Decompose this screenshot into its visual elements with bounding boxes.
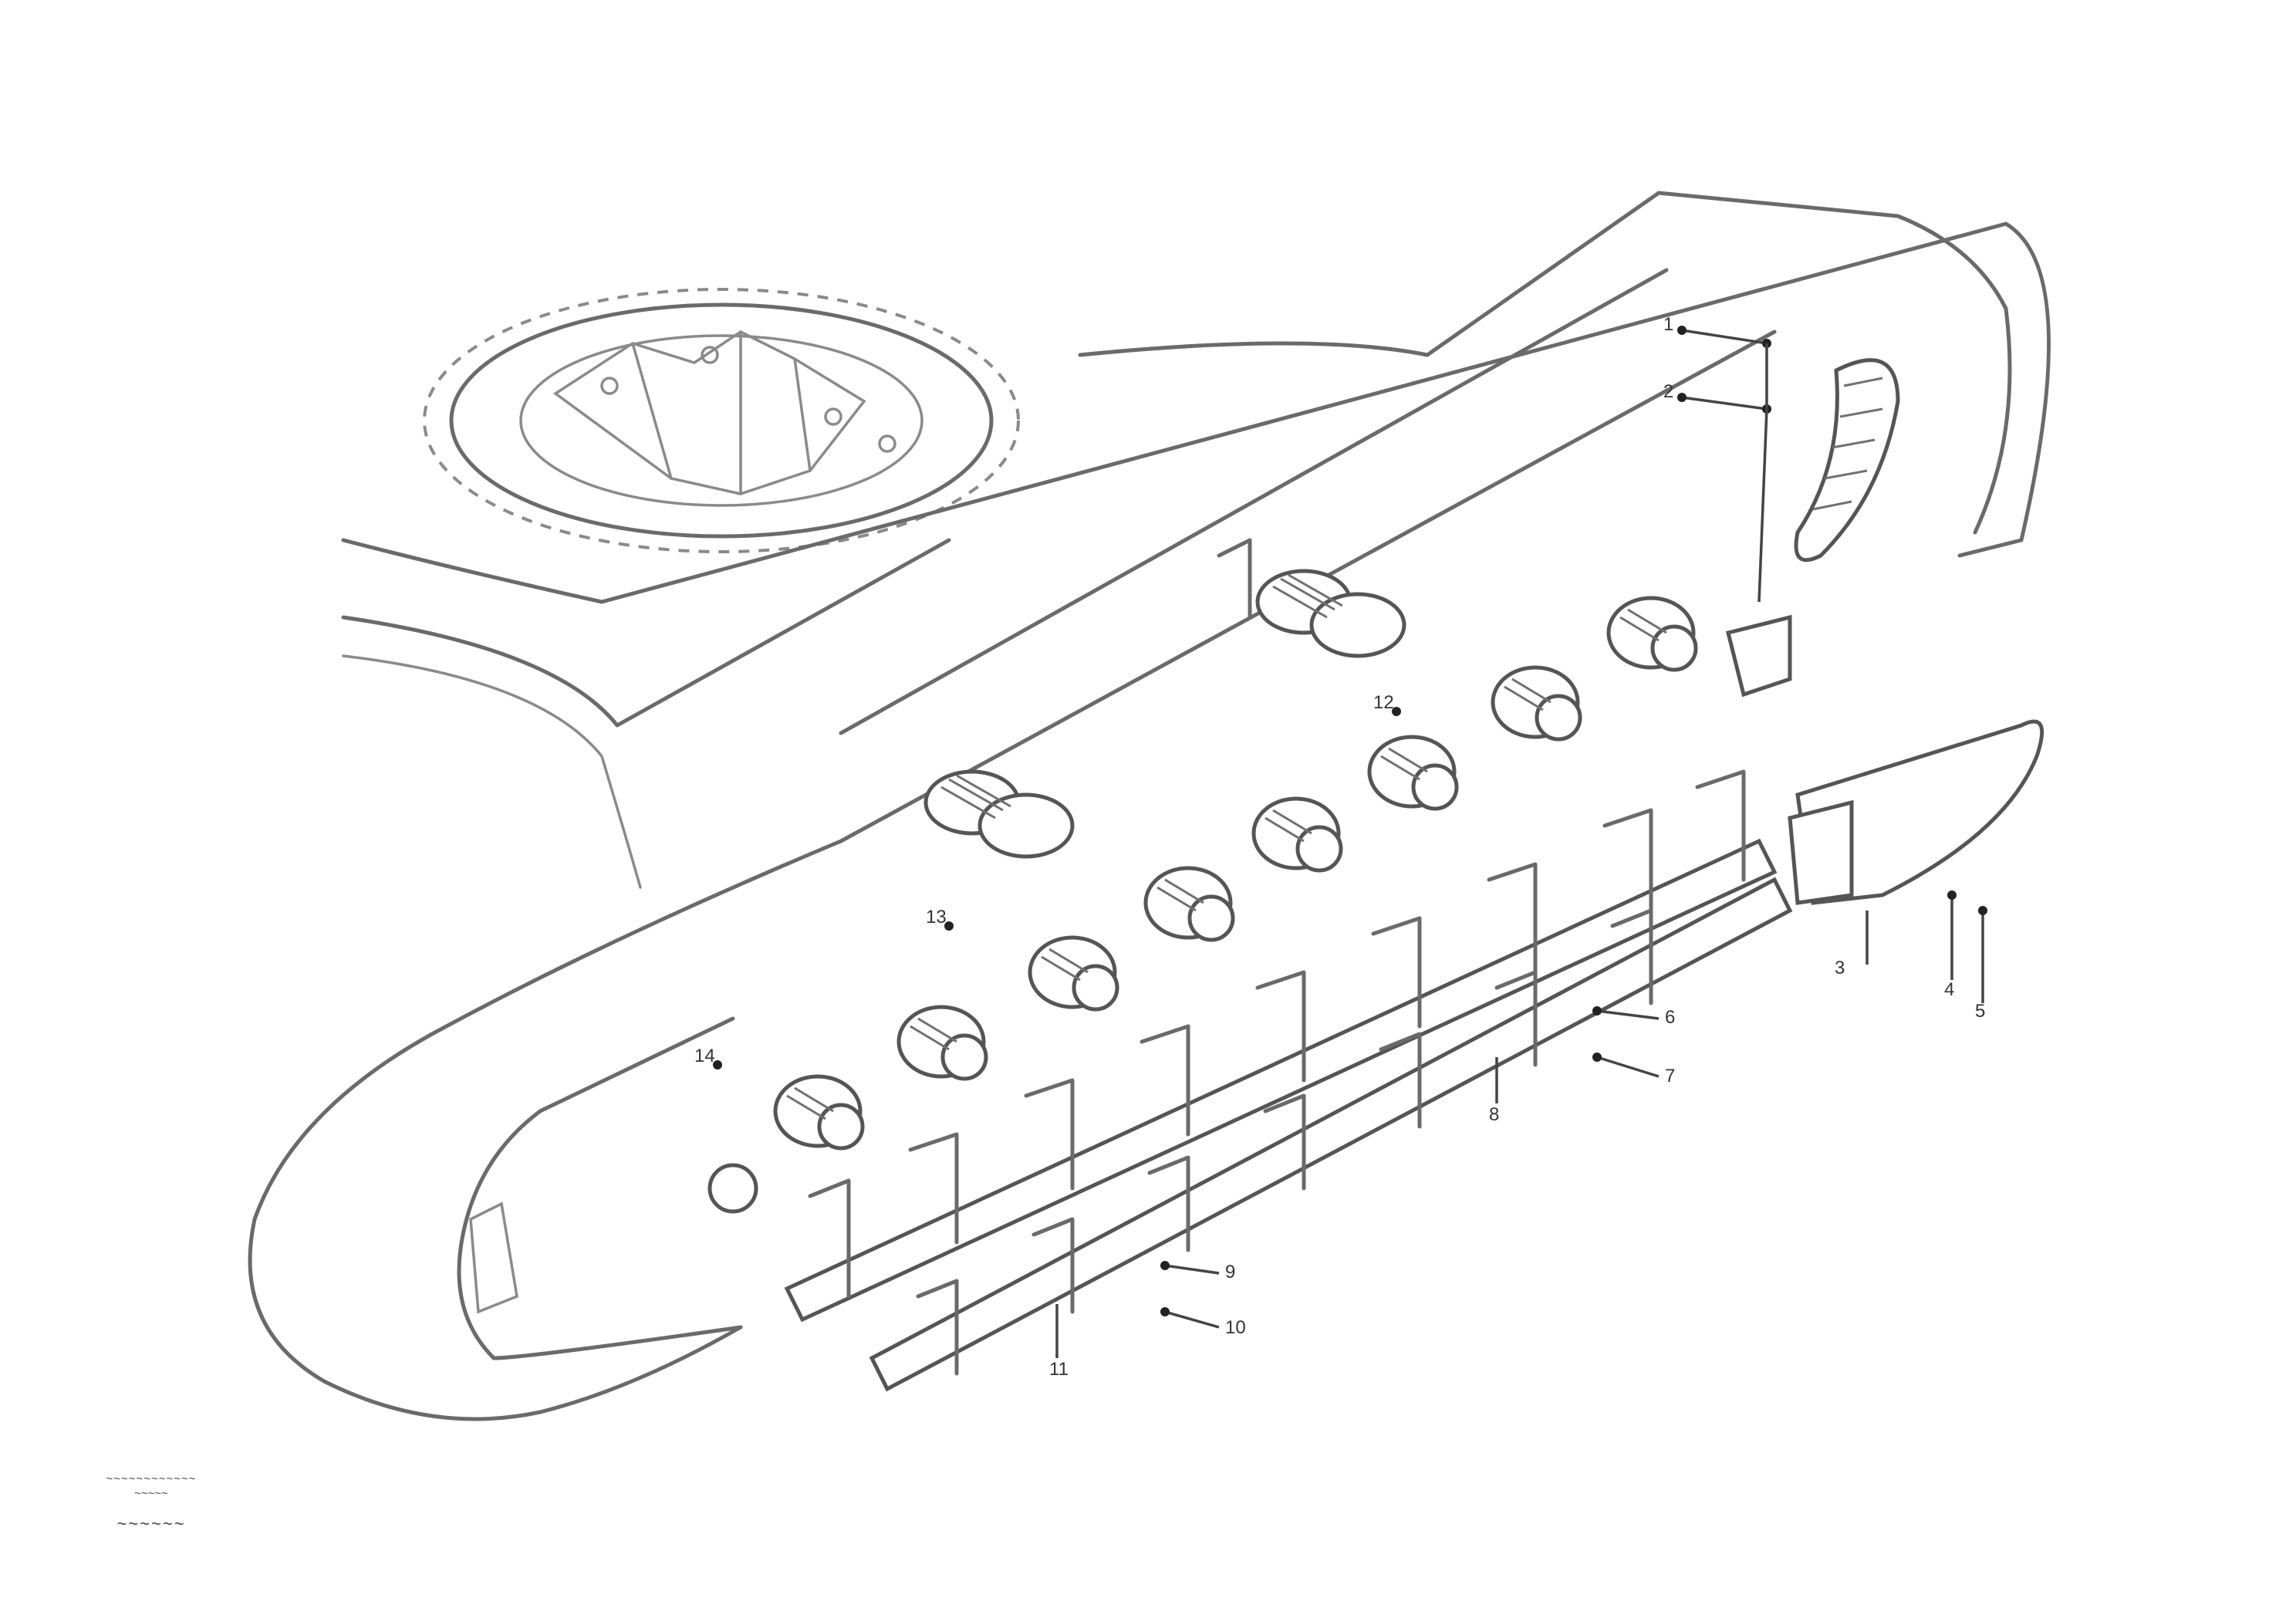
track-rollers [707,596,1698,1214]
callout-c5: 5 [1975,1001,1985,1022]
callout-c11: 11 [1049,1359,1069,1380]
track-guard-upper [784,769,1778,1323]
callout-c4: 4 [1944,979,1954,1000]
callout-c9: 9 [1225,1262,1235,1282]
callout-c2: 2 [1663,381,1673,402]
callout-c1: 1 [1663,314,1673,335]
callout-c7: 7 [1665,1066,1675,1086]
slewing-ring [423,288,1020,553]
undercarriage-frame [341,191,2012,889]
carrier-rollers [923,569,1406,859]
drawing-reference: ~~~~~~~~~~~~ ~~~~~ ~~~~~~ [74,1472,228,1534]
front-guard [1788,719,2044,905]
track-guard-lower [869,877,1793,1392]
callout-c14: 14 [694,1046,715,1066]
callout-c10: 10 [1225,1317,1246,1338]
callout-c13: 13 [926,907,947,928]
reference-code: ~~~~~~ [116,1514,186,1533]
callouts: 1 2 3 4 5 6 7 8 9 10 11 12 13 14 [694,314,1987,1380]
callout-c12: 12 [1373,692,1394,713]
callout-c8: 8 [1489,1104,1499,1125]
reference-line-2: ~~~~~ [134,1487,168,1500]
callout-c6: 6 [1665,1007,1675,1028]
idler-adjuster [1725,358,1900,698]
track-chain [248,221,2051,1421]
callout-c3: 3 [1835,958,1845,978]
reference-line-1: ~~~~~~~~~~~~ [106,1472,197,1485]
